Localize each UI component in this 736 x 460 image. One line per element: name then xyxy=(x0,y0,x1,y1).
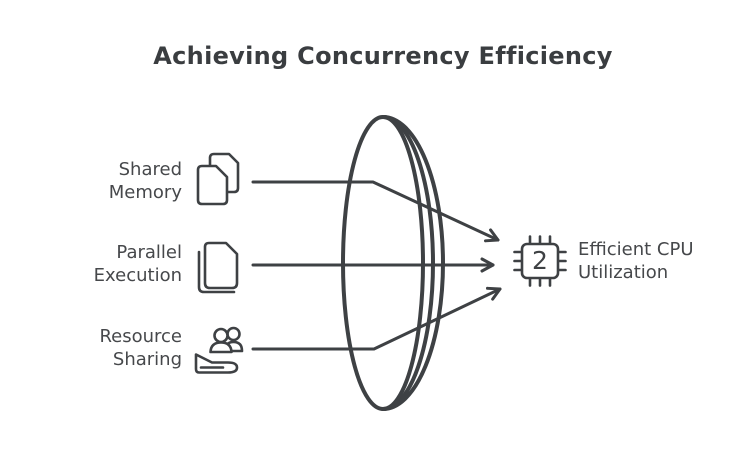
output-label-efficient-cpu: Efficient CPU Utilization xyxy=(578,239,694,283)
cpu-chip-icon xyxy=(513,235,567,287)
page-title: Achieving Concurrency Efficiency xyxy=(153,42,613,70)
lens-back-arc-2 xyxy=(381,115,445,411)
lens-back-arc-1 xyxy=(381,115,435,411)
input-label-shared-memory: Shared Memory xyxy=(108,159,182,203)
input-label-parallel-execution: Parallel Execution xyxy=(93,242,182,286)
connector-shared-memory xyxy=(251,180,500,243)
input-label-resource-sharing: Resource Sharing xyxy=(99,326,182,370)
connector-resource-sharing xyxy=(251,286,502,351)
copy-pages-icon xyxy=(196,152,240,206)
document-stack-icon xyxy=(197,241,239,294)
lens-icon xyxy=(341,115,445,411)
chip-value: 2 xyxy=(532,246,548,275)
people-sharing-icon xyxy=(194,326,244,374)
lens-front-ellipse xyxy=(341,115,425,411)
